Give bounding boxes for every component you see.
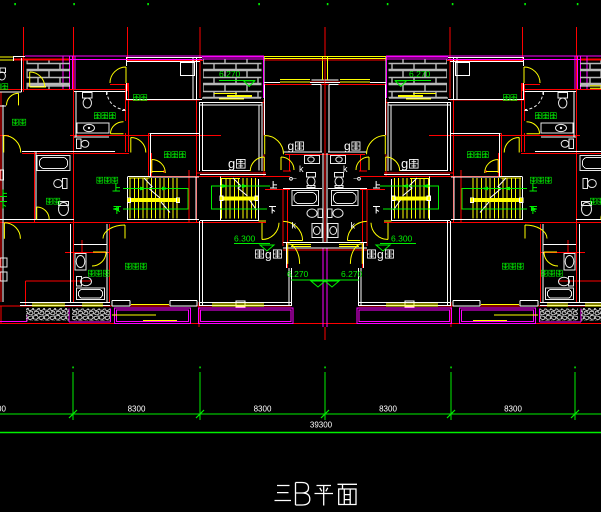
svg-text:k: k	[299, 164, 304, 174]
svg-text:g: g	[228, 156, 235, 171]
svg-text:8300: 8300	[128, 405, 146, 414]
svg-text:k: k	[343, 164, 348, 174]
svg-text:g: g	[377, 248, 384, 262]
svg-text:6.270: 6.270	[287, 269, 309, 279]
svg-text:8300: 8300	[504, 405, 522, 414]
svg-text:6.300: 6.300	[391, 234, 413, 244]
svg-text:g: g	[288, 139, 295, 153]
svg-text:8300: 8300	[0, 405, 6, 414]
svg-text:6.300: 6.300	[234, 234, 256, 244]
svg-text:g: g	[401, 156, 408, 171]
svg-text:g: g	[344, 139, 351, 153]
svg-text:8300: 8300	[379, 405, 397, 414]
svg-text:8300: 8300	[254, 405, 272, 414]
svg-text:39300: 39300	[310, 421, 333, 430]
svg-text:k: k	[351, 221, 356, 231]
svg-text:6.270: 6.270	[409, 69, 431, 79]
svg-text:g: g	[265, 248, 272, 262]
svg-text:k: k	[292, 221, 297, 231]
svg-text:6.270: 6.270	[219, 69, 241, 79]
svg-text:6.270: 6.270	[341, 269, 363, 279]
